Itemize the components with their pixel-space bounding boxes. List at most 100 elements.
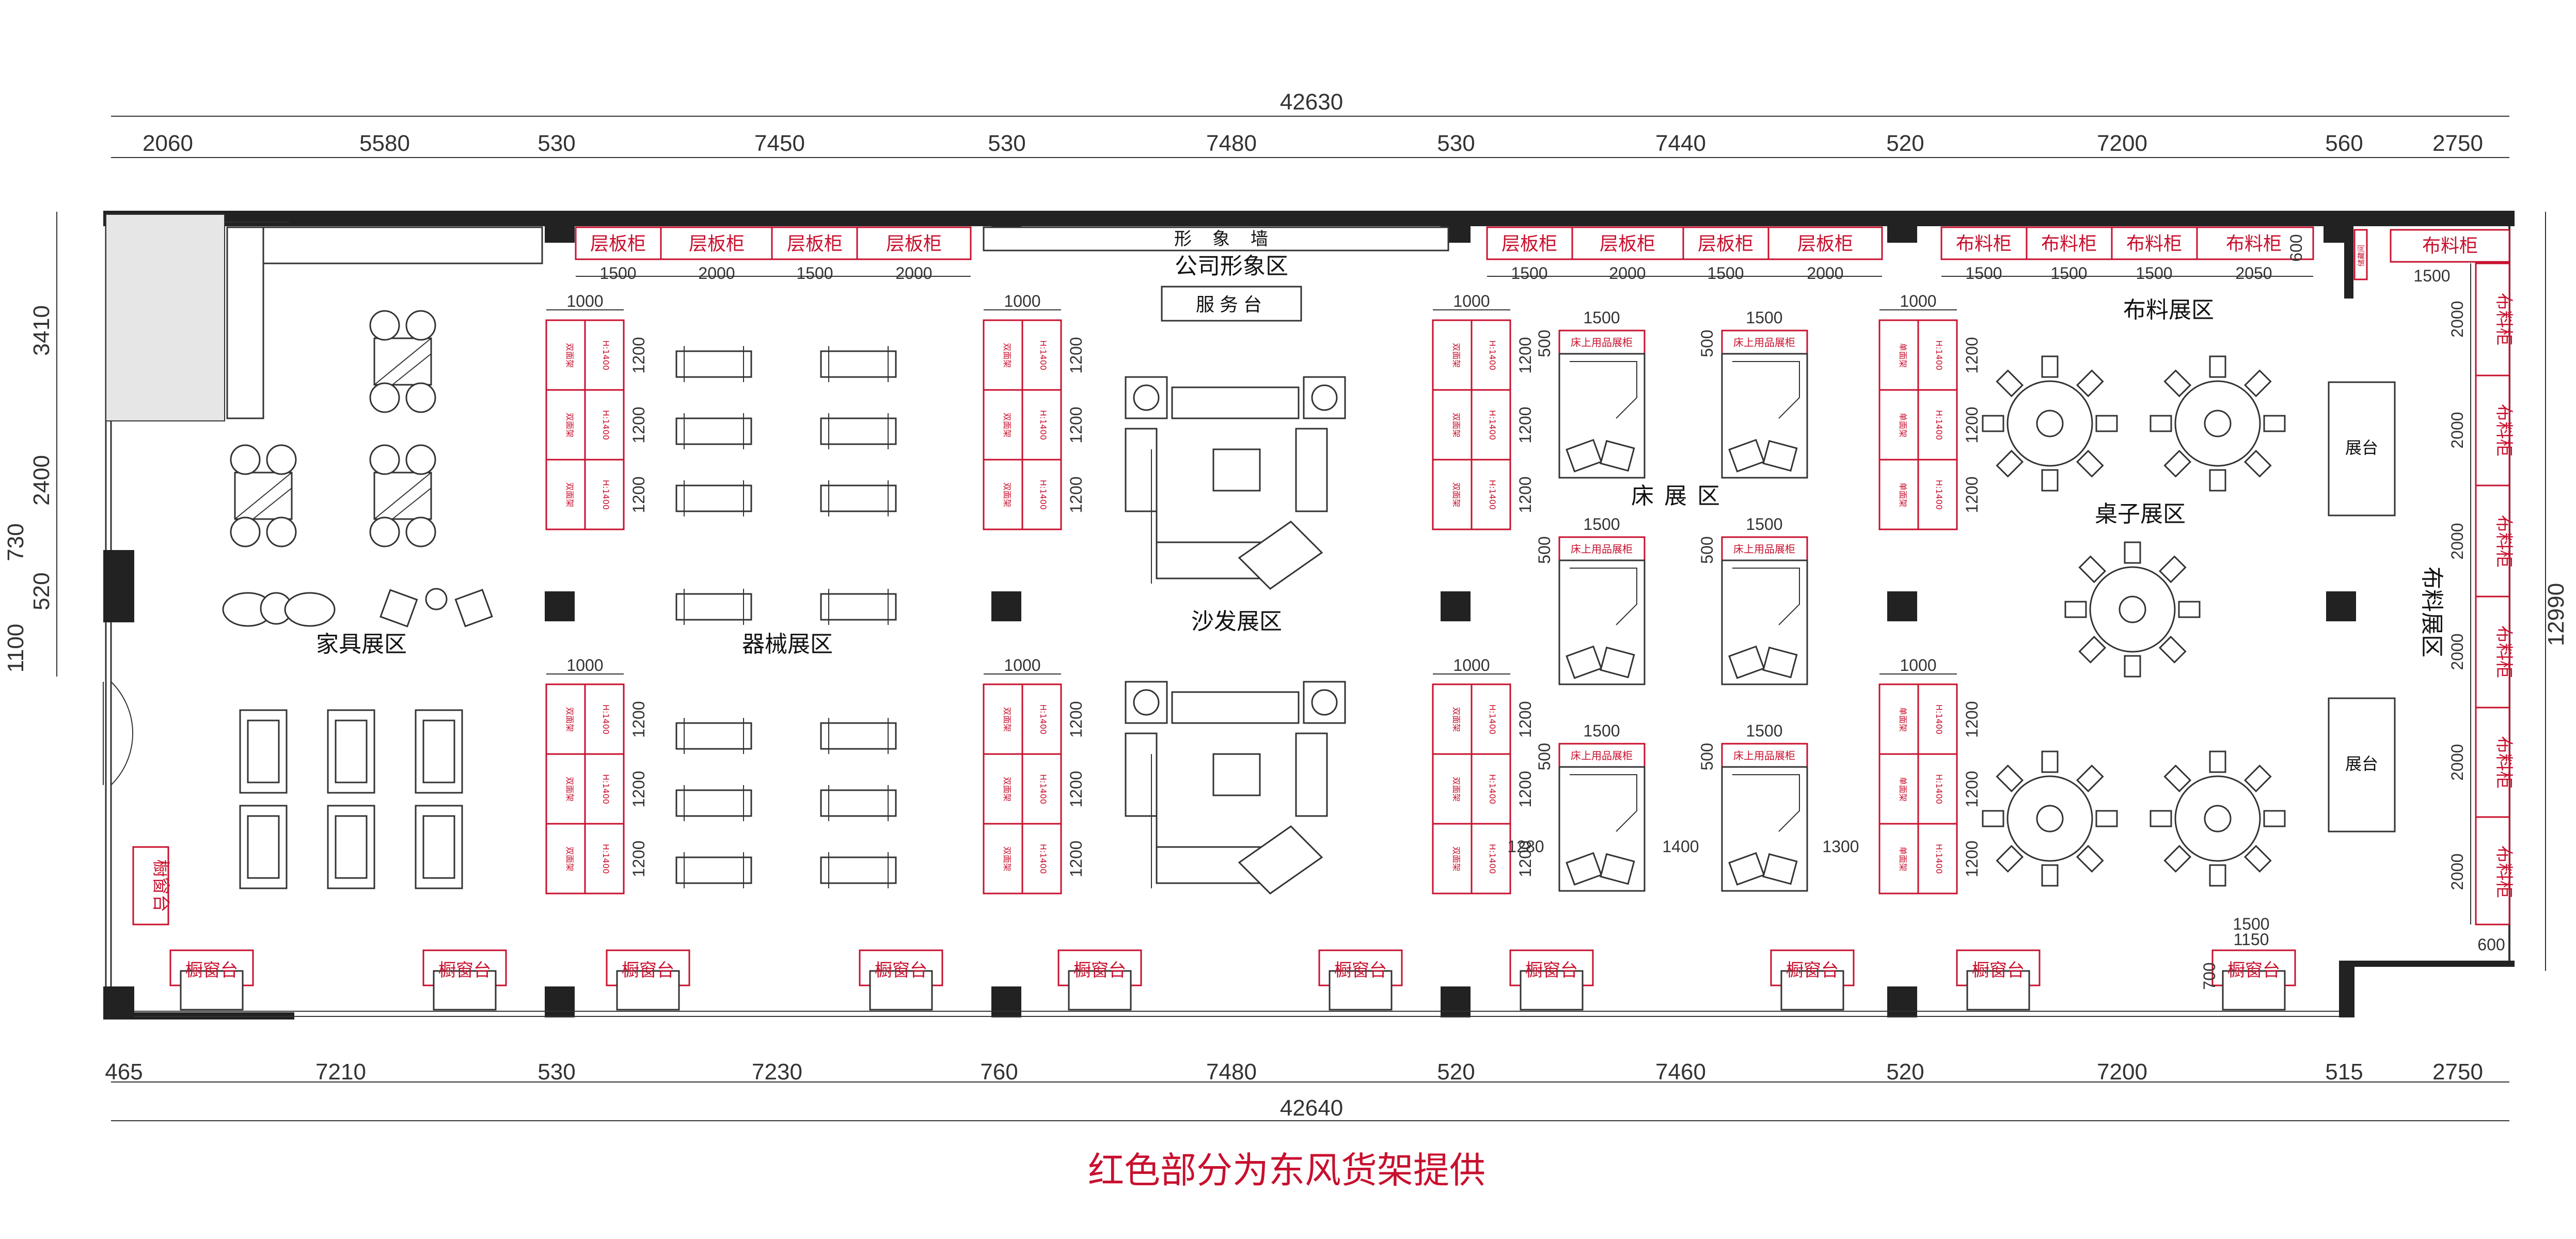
rack-label: 单面架 xyxy=(1898,413,1908,437)
table-center xyxy=(2036,410,2064,437)
right-small-dim: 600 xyxy=(2287,234,2305,261)
top-dim-0: 2060 xyxy=(143,131,193,156)
equipment-area-label: 器械展区 xyxy=(742,631,833,657)
bed-cabinet xyxy=(1558,743,1646,768)
window-stand-label: 橱窗台 xyxy=(2227,960,2280,981)
left-dimensions: 3410 2400 730 520 1100 xyxy=(3,212,57,677)
sofa-chair xyxy=(327,709,375,794)
rack-height-dim: 1200 xyxy=(1516,337,1535,373)
equipment-bed xyxy=(675,589,752,625)
window-stand-left: 橱窗台 xyxy=(132,846,171,926)
bed-cabinet-label: 床上用品展柜 xyxy=(1733,749,1795,762)
chair xyxy=(2163,449,2192,478)
fabric-cabinet-corner: 储藏间 布料柜 1500 xyxy=(2353,229,2510,285)
bed-width-dim: 1500 xyxy=(1583,515,1620,534)
equipment-bed xyxy=(820,852,897,888)
bed-sheet xyxy=(1732,774,1800,832)
window-stand: 橱窗台 xyxy=(2211,949,2296,1011)
rack-height-dim: 1200 xyxy=(1516,701,1535,738)
table-area-label: 桌子展区 xyxy=(2095,501,2186,527)
window-stand-base xyxy=(433,970,497,1011)
rack-label: H:1400 xyxy=(601,704,611,734)
equipment-bed xyxy=(675,480,752,516)
rack-label: H:1400 xyxy=(1488,704,1497,734)
top-dim-3: 7450 xyxy=(754,131,805,156)
left-dim-3: 520 xyxy=(29,572,54,610)
window-stand-base xyxy=(869,970,933,1011)
rack-width-dim: 1000 xyxy=(1900,656,1936,675)
window-stand-base xyxy=(1520,970,1584,1011)
sofa-set xyxy=(1125,376,1346,590)
rack-label: 双面架 xyxy=(1451,707,1461,732)
rack-width-dim: 1000 xyxy=(1453,292,1490,310)
rack-label: 双面架 xyxy=(565,482,575,507)
rack-label: H:1400 xyxy=(601,480,611,510)
chair xyxy=(2209,864,2226,887)
window-stand-base xyxy=(1966,970,2030,1011)
display-stand: 展台 xyxy=(2328,381,2396,516)
bed-width-dim: 1500 xyxy=(1583,722,1620,740)
fabric-cabinet-label: 布料柜 xyxy=(2493,625,2514,678)
rack-width-dim: 1000 xyxy=(1004,656,1040,675)
rack-label: 双面架 xyxy=(1451,343,1461,368)
rack-label: H:1400 xyxy=(1934,410,1944,440)
sofa-seat xyxy=(247,815,280,879)
bed-sheet xyxy=(1570,774,1637,832)
rack-label: 双面架 xyxy=(1451,777,1461,802)
sofa-area-label: 沙发展区 xyxy=(1191,608,1282,635)
chair xyxy=(2178,601,2201,618)
bed-width-dim: 1500 xyxy=(1746,308,1782,327)
rack-width-dim: 1000 xyxy=(1900,292,1936,310)
pillow xyxy=(1728,852,1765,886)
bottom-dim-7: 7460 xyxy=(1655,1059,1706,1085)
window-stand: 橱窗台 xyxy=(422,949,507,1011)
pillow xyxy=(1566,438,1603,473)
chair xyxy=(405,444,436,475)
chair xyxy=(2041,864,2059,887)
chair xyxy=(2243,369,2272,398)
rack-height-dim: 1200 xyxy=(1516,406,1535,443)
rack-height-dim: 1200 xyxy=(1963,476,1981,513)
table-center xyxy=(2036,805,2064,833)
rack-label: 单面架 xyxy=(1898,777,1908,802)
bottom-dim-11: 2750 xyxy=(2432,1059,2483,1085)
bed-cabinet xyxy=(1558,536,1646,561)
bed-depth-dim: 500 xyxy=(1698,743,1716,770)
chair xyxy=(2076,449,2104,478)
window-stand-base xyxy=(180,970,244,1011)
chair xyxy=(2095,415,2118,432)
equipment-body xyxy=(675,856,752,884)
top-dimensions: 42630 2060 5580 530 7450 530 7480 530 74… xyxy=(111,89,2509,158)
rack-width-dim: 1000 xyxy=(566,292,603,310)
pillow xyxy=(1728,645,1765,679)
dining-set xyxy=(369,310,436,413)
window-stand: 橱窗台 xyxy=(1318,949,1403,1011)
storage-label: 储藏间 xyxy=(2358,245,2366,266)
window-stand-label: 橱窗台 xyxy=(1334,960,1387,981)
fabric-cabinets-right: 布料柜 布料柜 布料柜 布料柜 布料柜 布料柜 2000 2000 2000 2… xyxy=(2448,262,2514,954)
shelf-cabinet-label: 层板柜 xyxy=(1797,233,1853,255)
equipment-body xyxy=(675,484,752,512)
window-stand: 橱窗台 xyxy=(1057,949,1142,1011)
chair xyxy=(2243,844,2272,873)
left-dim-4: 1100 xyxy=(3,624,28,673)
shelf-cabinet-label: 层板柜 xyxy=(1698,233,1753,255)
rack-height-dim: 1200 xyxy=(1516,840,1535,877)
shelf-cabinet-label: 层板柜 xyxy=(1600,233,1655,255)
armchair xyxy=(380,589,418,628)
shelf-width: 2000 xyxy=(1609,264,1646,283)
bottom-dimensions: 465 7210 530 7230 760 7480 520 7460 520 … xyxy=(105,1059,2509,1121)
chair xyxy=(405,382,436,413)
shelf-cabinet-label: 层板柜 xyxy=(689,233,745,255)
shelf-width: 2000 xyxy=(895,264,932,283)
bed-width-dim: 1500 xyxy=(1583,308,1620,327)
table-hatch xyxy=(392,488,432,520)
equipment-body xyxy=(820,417,897,445)
window-stand-label: 橱窗台 xyxy=(1073,960,1126,981)
rack-label: H:1400 xyxy=(1934,704,1944,734)
rack-label: 单面架 xyxy=(1898,343,1908,368)
company-image-area: 形象墙 公司形象区 服务台 xyxy=(983,226,1449,322)
